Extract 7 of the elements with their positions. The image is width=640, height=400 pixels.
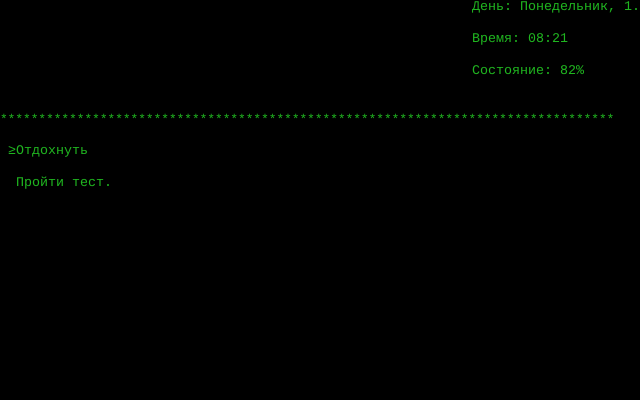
status-text: Состояние: 82% (472, 64, 584, 80)
divider-line: ******************************************************************************** (0, 112, 614, 128)
status-text: День: Понедельник, 1. (472, 0, 640, 16)
menu-item: Отдохнуть (16, 144, 88, 160)
status-text: Время: 08:21 (472, 32, 568, 48)
selection-cursor: ≥ (8, 144, 16, 160)
menu-item: Пройти тест. (16, 176, 112, 192)
